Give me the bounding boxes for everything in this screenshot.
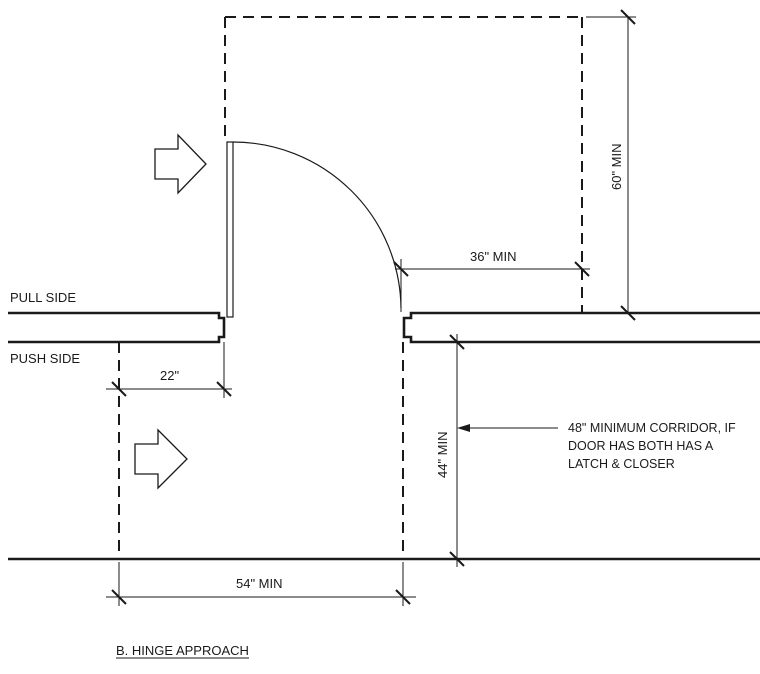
- dimension-44-min: [449, 334, 465, 567]
- door-leaf: [226, 141, 234, 318]
- corridor-note-line-1: 48" MINIMUM CORRIDOR, IF: [568, 421, 736, 435]
- wall-right: [402, 311, 760, 344]
- corridor-note-line-3: LATCH & CLOSER: [568, 457, 675, 471]
- dimension-22-label: 22": [160, 368, 179, 383]
- pull-side-label: PULL SIDE: [10, 290, 76, 305]
- dimension-36-min: [393, 259, 590, 312]
- dimension-22: [106, 342, 232, 398]
- dimension-36-label: 36" MIN: [470, 249, 517, 264]
- dimension-60-label: 60" MIN: [609, 143, 624, 190]
- pull-side-clear-space: [224, 16, 583, 312]
- push-side-label: PUSH SIDE: [10, 351, 80, 366]
- diagram-caption: B. HINGE APPROACH: [116, 643, 249, 658]
- approach-arrow-pull-icon: [154, 133, 207, 195]
- dimension-54-label: 54" MIN: [236, 576, 283, 591]
- wall-left: [8, 311, 226, 344]
- dimension-60-min: [586, 9, 636, 321]
- corridor-note-line-2: DOOR HAS BOTH HAS A: [568, 439, 714, 453]
- dimension-54-min: [106, 562, 416, 606]
- dimension-44-label: 44" MIN: [435, 431, 450, 478]
- door-swing-arc: [232, 141, 402, 309]
- push-side-clear-space: [118, 342, 404, 559]
- approach-arrow-push-icon: [134, 428, 188, 490]
- note-leader: [457, 424, 558, 432]
